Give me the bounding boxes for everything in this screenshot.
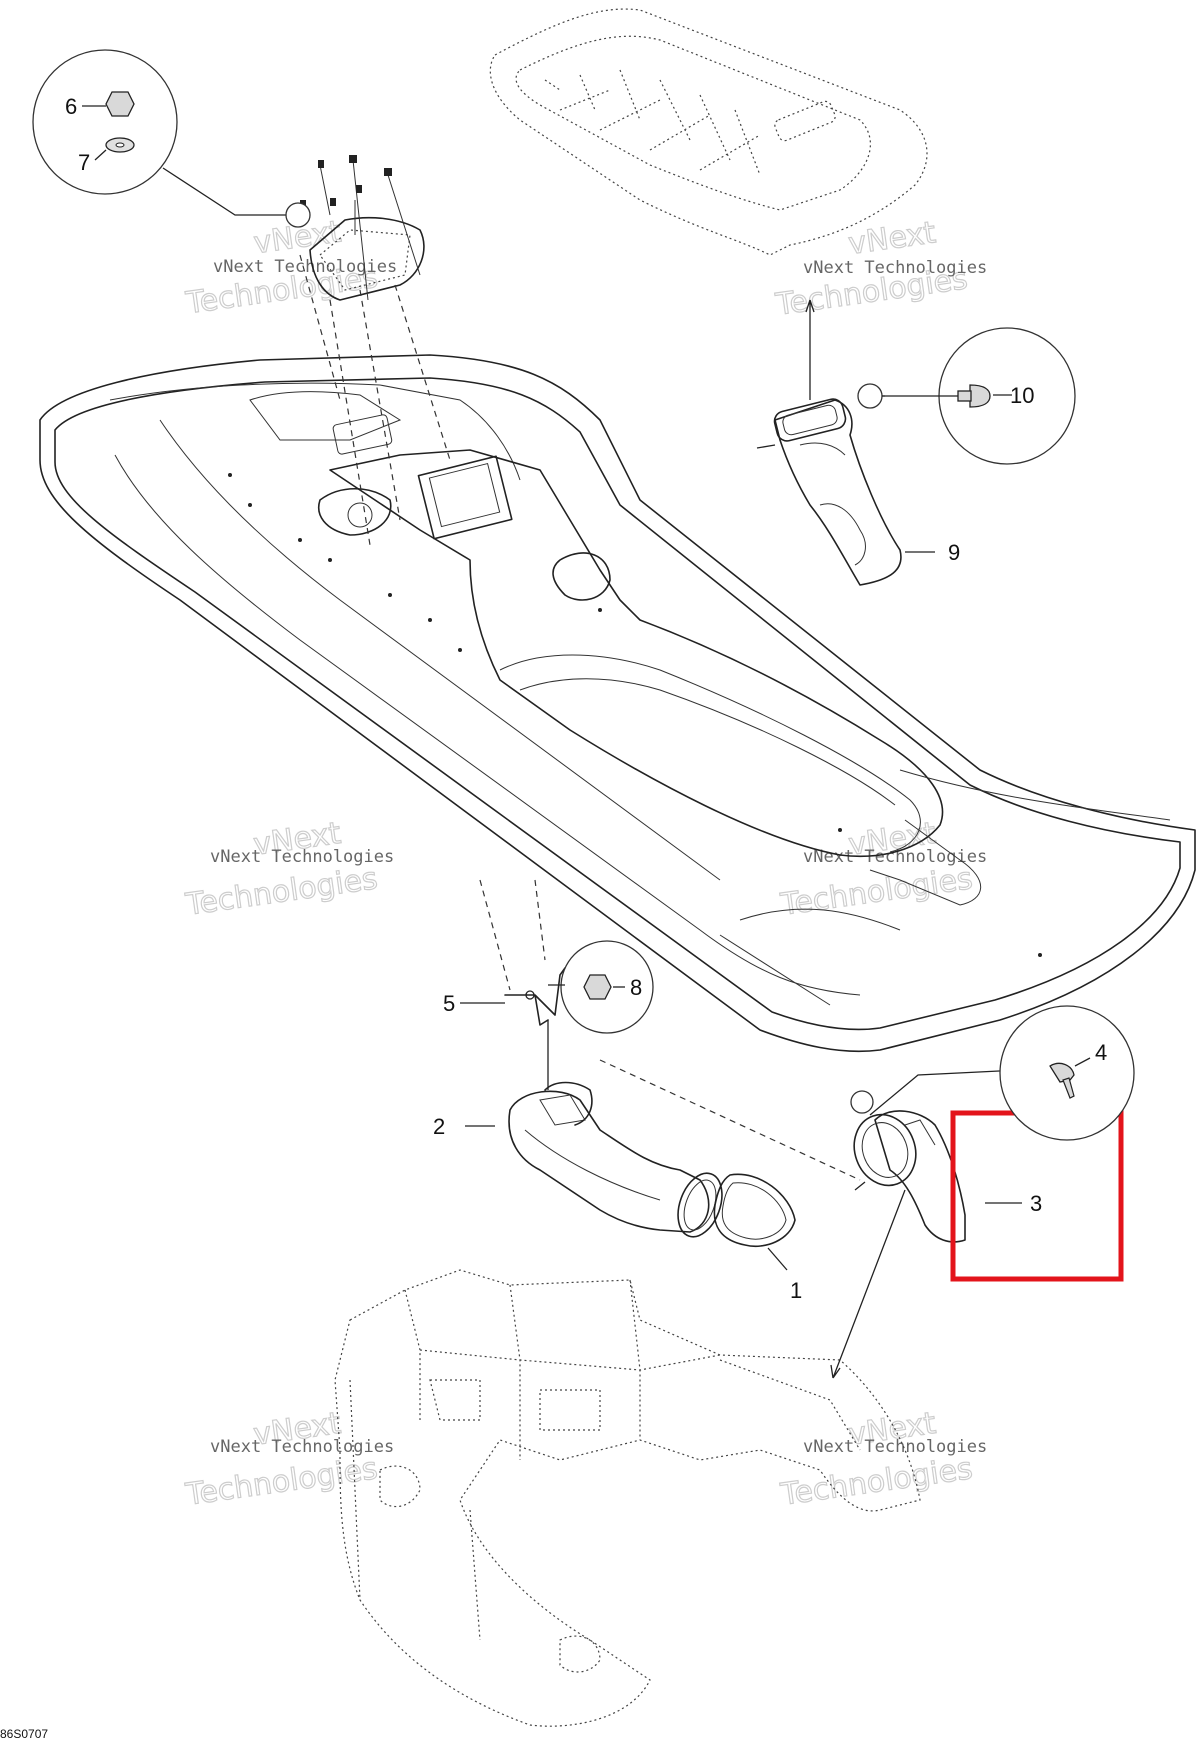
drawing-code: 86S0707 [0,1727,48,1741]
detail-circle-4 [850,1005,1135,1141]
callout-1: 1 [790,1278,802,1303]
callout-2: 2 [433,1114,445,1139]
hull-part [39,354,1196,1053]
watermark-text: Technologies [778,861,975,923]
dashboard-bracket-part [299,155,451,546]
watermark-text: vNext [846,215,938,262]
callout-5: 5 [443,991,455,1016]
leader-1 [767,1247,788,1271]
callout-6: 6 [65,94,77,119]
watermark-text: Technologies [778,1451,975,1513]
watermark-text: Technologies [183,1451,380,1513]
watermark-text: vNext Technologies [210,1437,394,1457]
lower-housing-part [334,1189,921,1727]
callout-9: 9 [948,540,960,565]
detail-circle-10 [857,327,1076,465]
callout-8: 8 [630,975,642,1000]
callout-7: 7 [78,150,90,175]
watermark-group: Technologies vNext vNext Technologies Te… [182,214,987,1514]
intake-duct-part-2 [508,1020,723,1238]
gasket-part-1 [713,1173,796,1247]
detail-circle-8 [548,940,654,1034]
watermark-text: vNext Technologies [803,258,987,278]
air-duct-part-3 [853,1069,1021,1243]
upper-deck-part [489,8,928,256]
callout-4: 4 [1095,1040,1107,1065]
detail-circle-6-7 [32,49,311,228]
callout-10: 10 [1010,383,1034,408]
watermark-text: vNext Technologies [210,847,394,867]
watermark-text: vNext Technologies [803,1437,987,1457]
watermark-text: Technologies [183,861,380,923]
bracket-part-5 [460,967,566,1026]
watermark-text: vNext Technologies [213,257,397,277]
watermark-text: vNext Technologies [803,847,987,867]
callout-3: 3 [1030,1191,1042,1216]
air-duct-part-9 [756,299,902,586]
